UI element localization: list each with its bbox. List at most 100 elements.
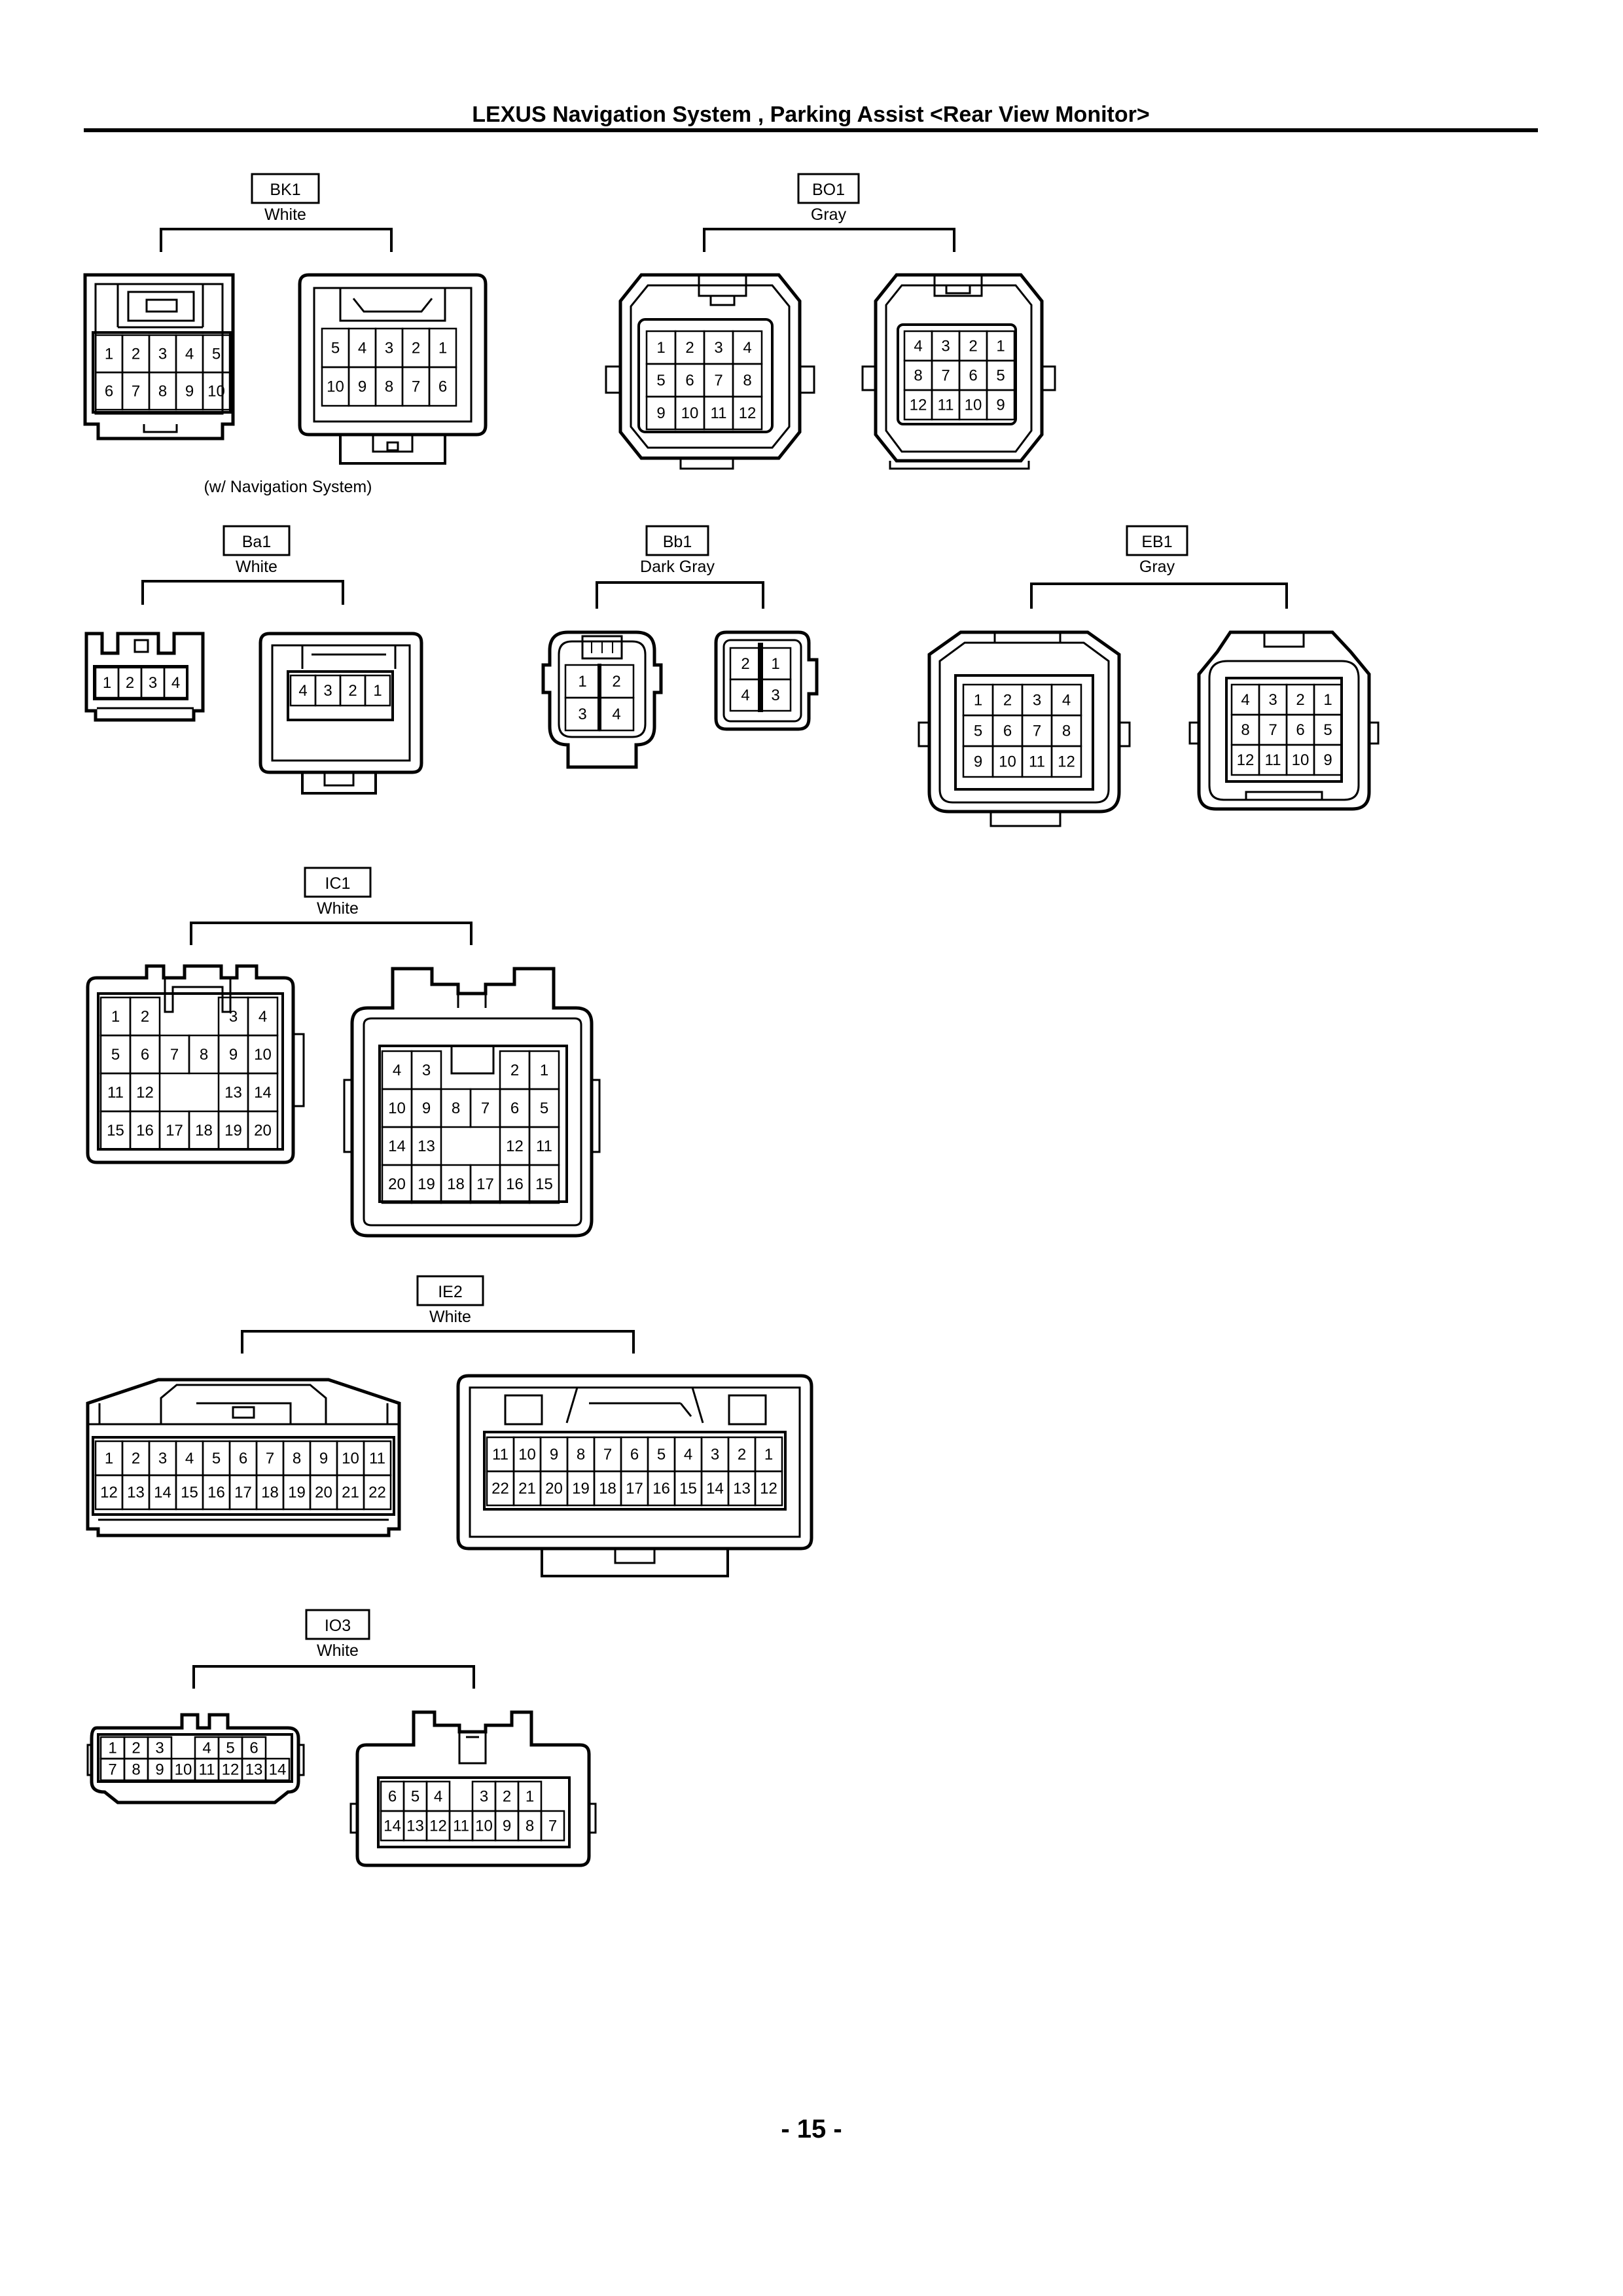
eb1-right-housing xyxy=(1188,630,1380,811)
ba1-right-housing xyxy=(259,632,423,795)
bk1-pin-label: 6 xyxy=(438,378,447,396)
ic1-pin-label: 12 xyxy=(136,1084,154,1102)
ie2-code: IE2 xyxy=(438,1283,463,1301)
ie2-pin-label: 13 xyxy=(127,1484,145,1501)
io3-pin-label: 1 xyxy=(108,1740,116,1757)
bo1-label-box xyxy=(797,173,860,204)
ba1-pin-label: 2 xyxy=(348,682,357,700)
bk1-bracket xyxy=(160,228,393,252)
eb1-pin-label: 2 xyxy=(1296,691,1304,709)
bk1-pin-label: 8 xyxy=(158,383,167,401)
bb1-label-box xyxy=(645,525,709,556)
ba1-pin-label: 4 xyxy=(298,682,307,700)
ie2-pin-cell xyxy=(754,1470,783,1507)
ie2-pin-label: 12 xyxy=(760,1480,777,1498)
ba1-pin-label: 3 xyxy=(149,674,157,692)
eb1-pin-label: 6 xyxy=(1003,723,1012,740)
bk1-pin-label: 7 xyxy=(132,383,140,401)
ic1-pin-label: 9 xyxy=(422,1100,431,1117)
bb1-pin-cell xyxy=(759,678,792,712)
eb1-pin-label: 9 xyxy=(974,753,982,771)
ba1-color: White xyxy=(236,558,277,576)
ba1-pin-cell xyxy=(364,674,391,707)
ie2-pin-label: 20 xyxy=(545,1480,563,1498)
ba1-pin-label: 4 xyxy=(171,674,180,692)
io3-pin-label: 14 xyxy=(269,1761,287,1779)
ie2-pin-label: 10 xyxy=(342,1450,359,1467)
ie2-pin-label: 13 xyxy=(733,1480,751,1498)
bo1-pin-label: 1 xyxy=(996,338,1005,355)
eb1-pin-label: 9 xyxy=(1323,751,1332,769)
bo1-bracket xyxy=(703,228,955,252)
ie2-pin-label: 19 xyxy=(288,1484,306,1501)
ba1-pin-cell xyxy=(163,666,188,699)
bo1-pin-label: 9 xyxy=(996,397,1005,414)
bk1-pin-label: 8 xyxy=(385,378,393,396)
eb1-left-housing xyxy=(918,630,1131,827)
ie2-pin-label: 1 xyxy=(764,1446,773,1463)
ie2-left-housing xyxy=(86,1378,401,1537)
ic1-pin-cell xyxy=(528,1164,560,1204)
ic1-pin-label: 5 xyxy=(540,1100,548,1117)
ie2-pin-label: 2 xyxy=(738,1446,746,1463)
bk1-pin-cell xyxy=(202,371,231,411)
bo1-pin-label: 5 xyxy=(996,367,1005,385)
bb1-left-housing xyxy=(541,630,663,769)
bk1-pin-label: 2 xyxy=(132,346,140,363)
io3-pin-cell xyxy=(264,1757,291,1782)
bb1-pin-label: 1 xyxy=(771,655,779,673)
io3-pin-label: 2 xyxy=(503,1788,511,1806)
ie2-pin-label: 6 xyxy=(630,1446,639,1463)
ic1-pin-label: 12 xyxy=(506,1138,524,1155)
ic1-pin-label: 7 xyxy=(481,1100,490,1117)
ic1-left-housing xyxy=(86,964,305,1164)
ie2-pin-label: 8 xyxy=(293,1450,301,1467)
ie2-pin-label: 2 xyxy=(132,1450,140,1467)
bo1-pin-label: 4 xyxy=(743,339,751,357)
bo1-pin-cell xyxy=(986,389,1016,421)
io3-pin-label: 4 xyxy=(202,1740,211,1757)
ie2-pin-label: 16 xyxy=(207,1484,225,1501)
bo1-pin-label: 4 xyxy=(914,338,922,355)
connector-bk1 xyxy=(83,173,488,465)
ic1-pin-label: 1 xyxy=(111,1008,120,1026)
bk1-pin-label: 1 xyxy=(105,346,113,363)
bo1-pin-label: 3 xyxy=(941,338,950,355)
io3-pin-label: 7 xyxy=(108,1761,116,1779)
ic1-pin-label: 3 xyxy=(422,1062,431,1079)
bb1-bracket xyxy=(596,581,764,609)
ie2-pin-label: 7 xyxy=(603,1446,612,1463)
ie2-pin-label: 3 xyxy=(158,1450,167,1467)
bb1-pin-label: 3 xyxy=(771,687,779,704)
io3-pin-label: 9 xyxy=(503,1818,511,1835)
ic1-pin-label: 18 xyxy=(447,1175,465,1193)
connector-io3 xyxy=(86,1609,597,1867)
ic1-code: IC1 xyxy=(325,874,351,893)
ic1-pin-label: 11 xyxy=(107,1084,124,1102)
io3-pin-label: 3 xyxy=(480,1788,488,1806)
eb1-pin-label: 12 xyxy=(1058,753,1075,771)
bk1-pin-label: 7 xyxy=(412,378,420,396)
bk1-note: (w/ Navigation System) xyxy=(204,478,372,496)
bo1-pin-label: 11 xyxy=(711,404,727,422)
eb1-label-box xyxy=(1126,525,1188,556)
ie2-label-box xyxy=(416,1275,484,1306)
bb1-pin-cell xyxy=(598,696,635,732)
eb1-pin-label: 11 xyxy=(1029,753,1045,771)
ie2-pin-label: 22 xyxy=(491,1480,509,1498)
io3-pin-label: 5 xyxy=(226,1740,234,1757)
ic1-pin-label: 17 xyxy=(476,1175,494,1193)
eb1-pin-label: 1 xyxy=(974,692,982,709)
bk1-color: White xyxy=(264,206,306,224)
connector-ba1 xyxy=(84,525,423,795)
bo1-color: Gray xyxy=(811,206,847,224)
ie2-pin-label: 11 xyxy=(492,1446,508,1463)
bk1-code: BK1 xyxy=(270,181,300,199)
connector-ic1 xyxy=(86,867,601,1238)
ie2-pin-label: 16 xyxy=(652,1480,670,1498)
bk1-pin-label: 9 xyxy=(358,378,366,396)
ic1-pin-label: 20 xyxy=(388,1175,406,1193)
ic1-pin-label: 14 xyxy=(388,1138,406,1155)
eb1-pin-label: 5 xyxy=(974,723,982,740)
